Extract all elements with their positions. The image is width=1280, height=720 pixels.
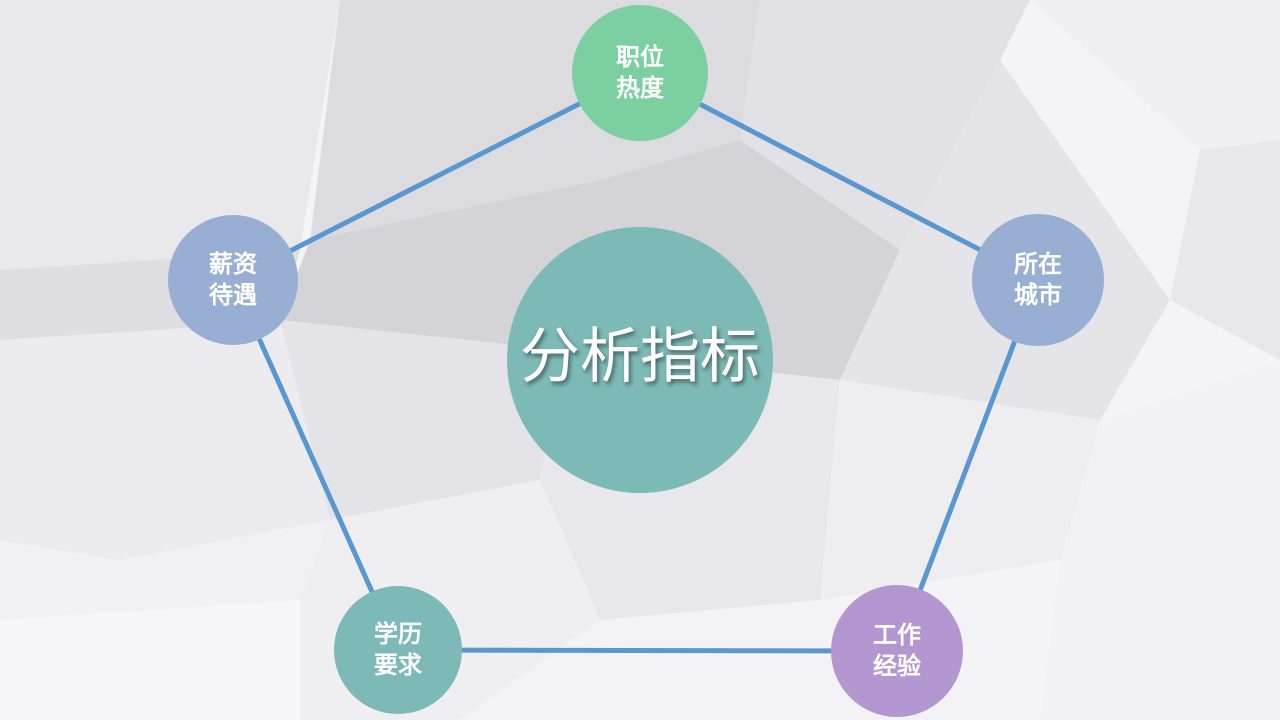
edge-bottomright-bottomleft (395, 647, 900, 654)
center-node-label: 分析指标 (520, 322, 760, 392)
node-work-experience: 工作经验 (831, 585, 963, 717)
edge-top-right (637, 70, 1041, 283)
edge-bottomleft-left (230, 277, 401, 653)
node-label: 学历要求 (374, 620, 422, 679)
node-city: 所在城市 (972, 214, 1104, 346)
center-node-analysis-metrics: 分析指标 (507, 227, 773, 493)
node-label: 工作经验 (873, 621, 921, 680)
node-label: 所在城市 (1014, 250, 1062, 309)
node-job-popularity: 职位热度 (572, 5, 708, 141)
node-education: 学历要求 (334, 586, 462, 714)
edge-left-top (230, 70, 643, 283)
node-salary: 薪资待遇 (168, 215, 298, 345)
node-label: 职位热度 (616, 43, 664, 102)
node-label: 薪资待遇 (209, 250, 257, 309)
